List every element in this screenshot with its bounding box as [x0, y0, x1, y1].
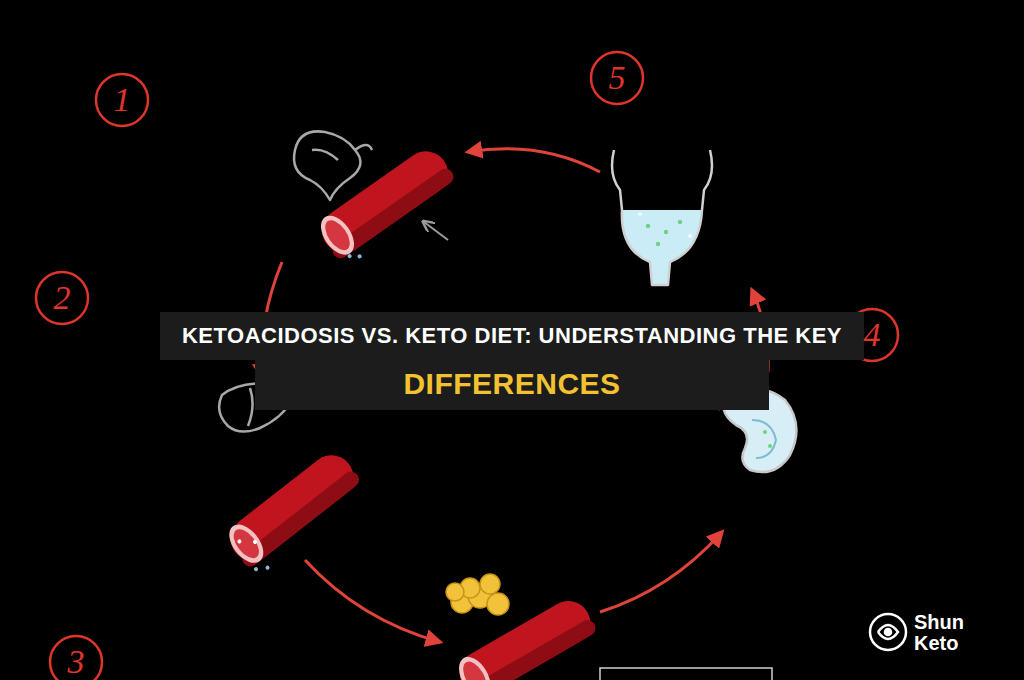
blood-vessel — [222, 446, 370, 579]
callout-circles — [36, 52, 898, 680]
note-box — [600, 668, 772, 680]
title: KETOACIDOSIS VS. KETO DIET: UNDERSTANDIN… — [172, 312, 852, 408]
logo-icon — [870, 614, 906, 650]
callout-number: 2 — [54, 281, 71, 315]
blood-vessel — [452, 593, 599, 680]
fat-cells — [446, 574, 509, 615]
callout-number: 1 — [114, 83, 131, 117]
callout-number: 4 — [864, 318, 881, 352]
bladder-icon — [612, 150, 712, 285]
callout-number: 3 — [68, 645, 85, 679]
callout-number: 5 — [609, 61, 626, 95]
blood-vessel — [313, 143, 462, 270]
logo-text: Shun Keto — [914, 612, 964, 654]
pancreas-icon — [294, 131, 372, 200]
small-arrow — [424, 222, 448, 240]
